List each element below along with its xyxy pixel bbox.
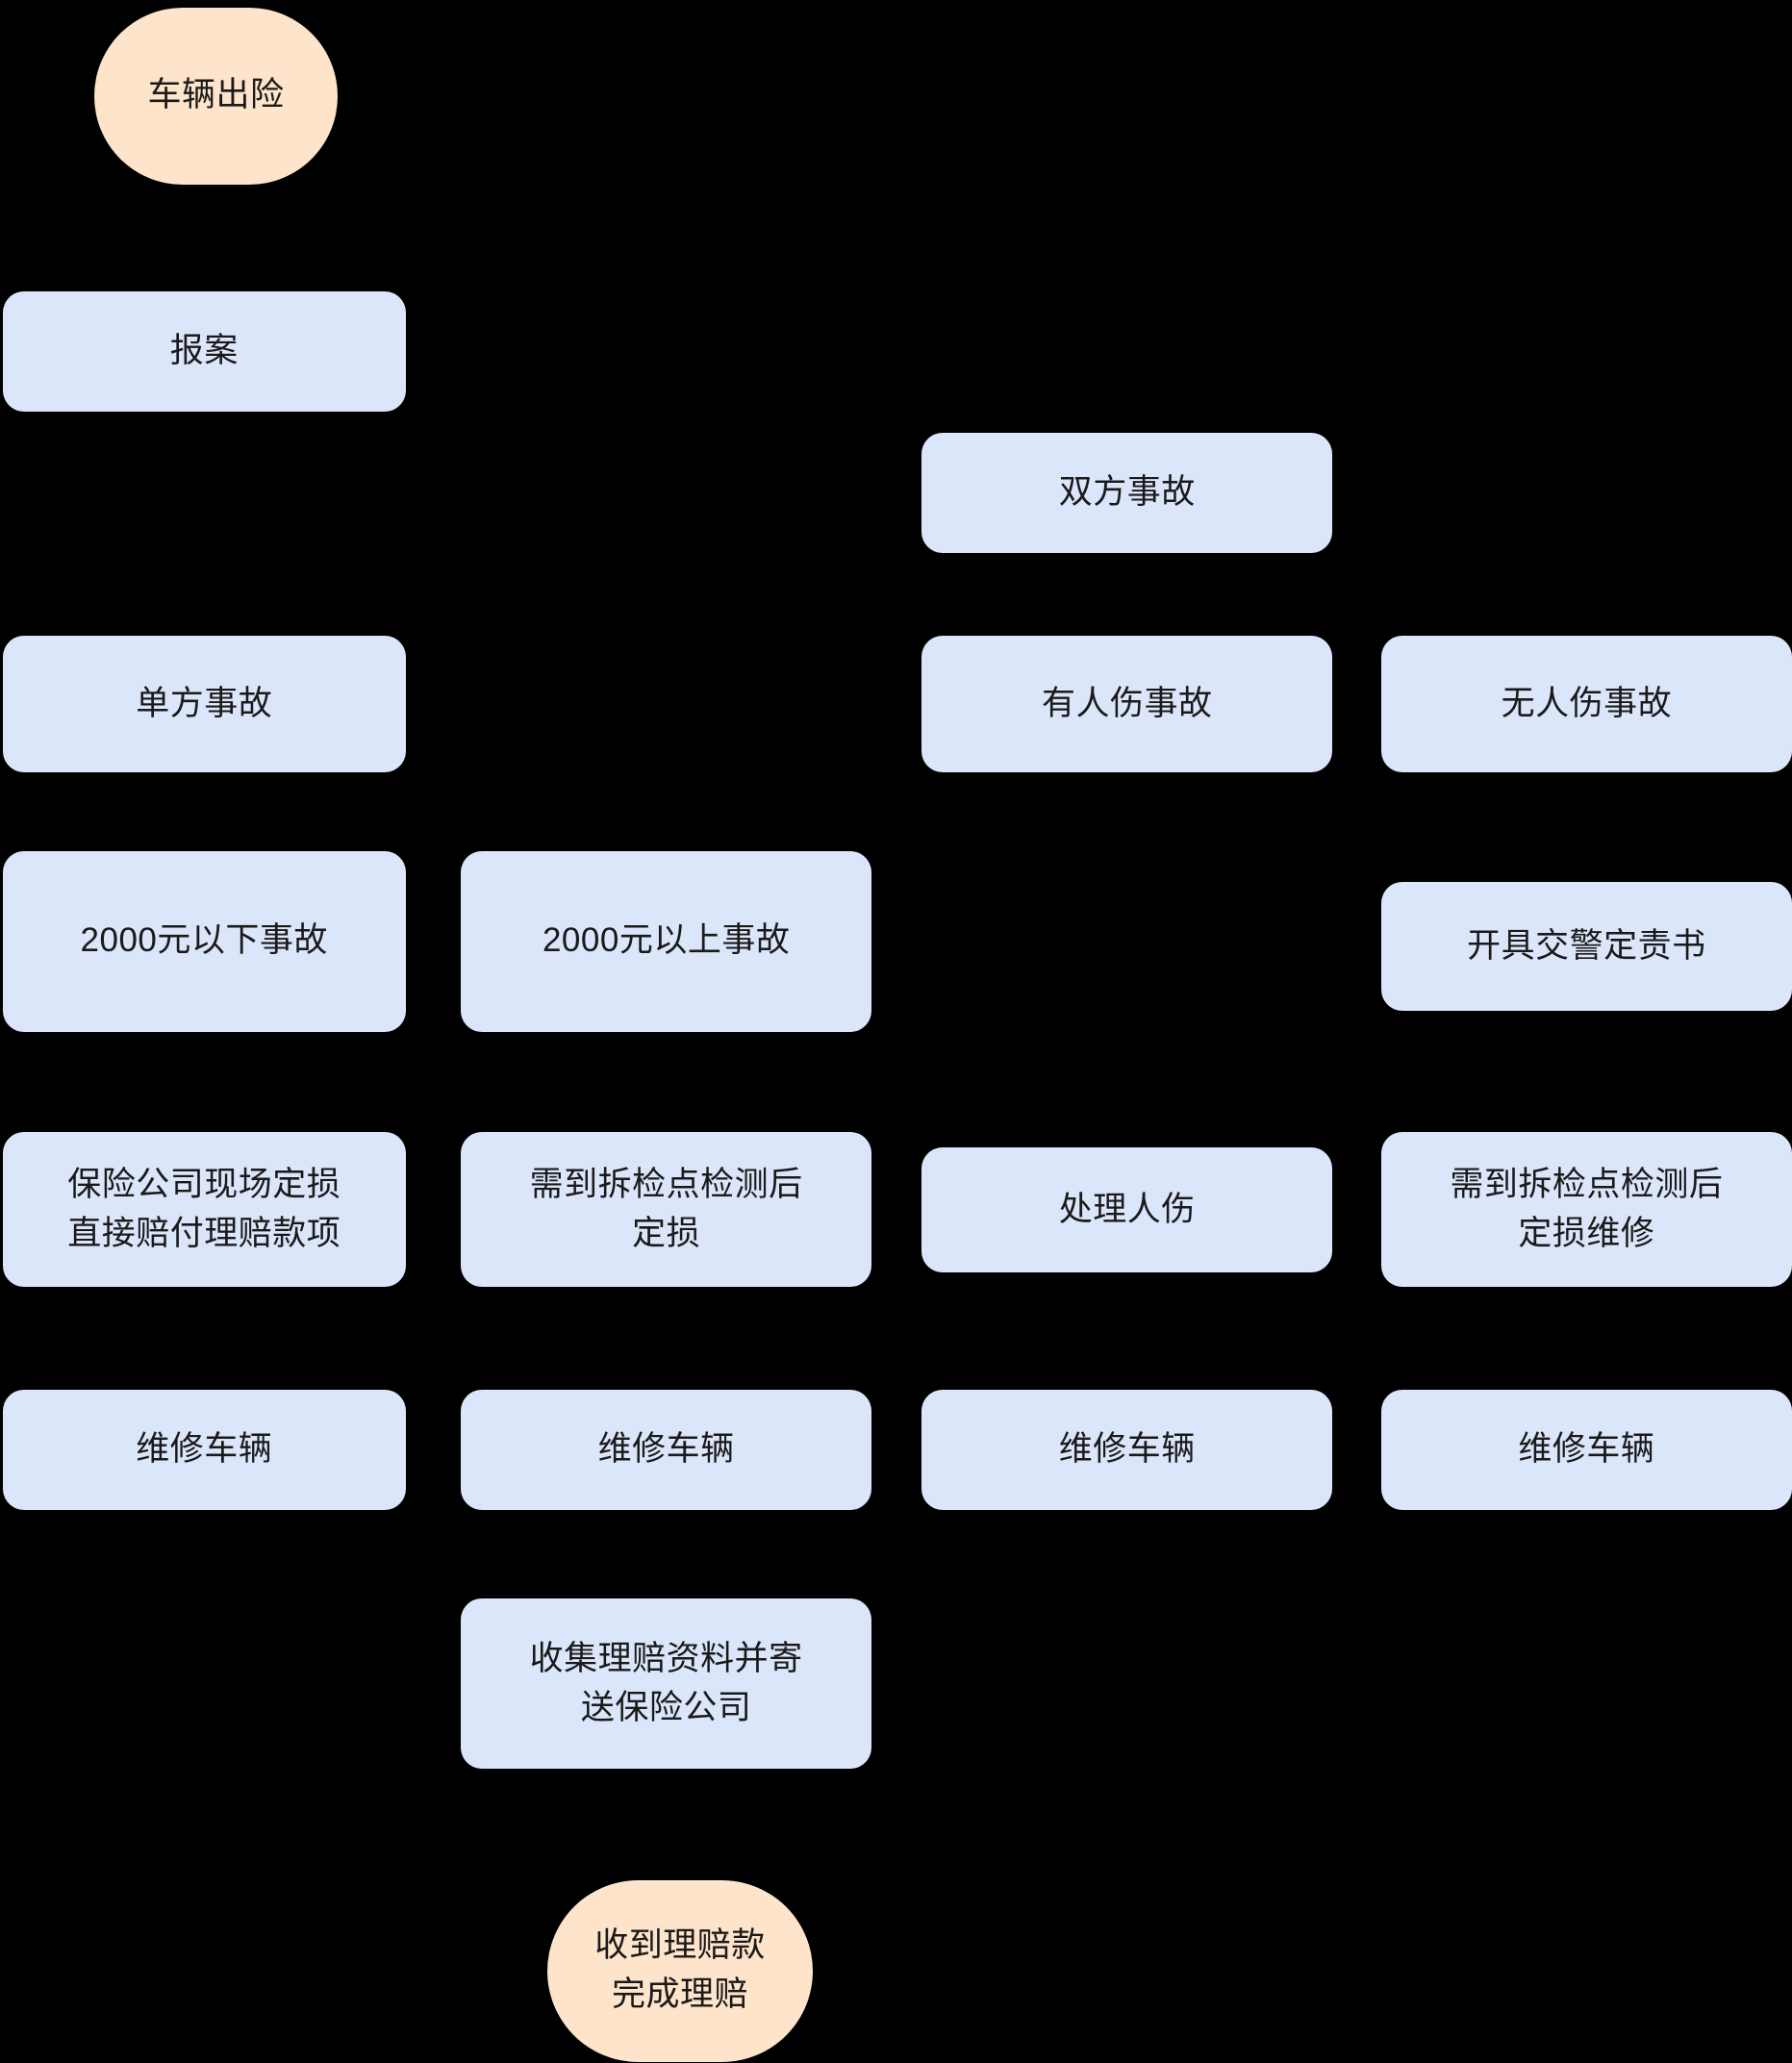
flow-node-handle-injury[interactable]: 处理人伤 <box>921 1147 1333 1273</box>
flow-node-label: 报案 <box>169 331 239 369</box>
flow-node-label: 维修车辆 <box>597 1430 735 1469</box>
flow-node-two-party-accident[interactable]: 双方事故 <box>921 433 1333 554</box>
flow-node-label: 维修车辆 <box>1058 1430 1196 1469</box>
flow-node-under-2000[interactable]: 2000元以下事故 <box>2 850 406 1032</box>
flow-node-repair-vehicle-2[interactable]: 维修车辆 <box>461 1390 872 1510</box>
flow-node-label: 开具交警定责书 <box>1467 926 1706 965</box>
flow-node-repair-vehicle-3[interactable]: 维修车辆 <box>921 1390 1333 1510</box>
flow-node-repair-vehicle-1[interactable]: 维修车辆 <box>2 1390 406 1510</box>
flow-node-report[interactable]: 报案 <box>2 290 406 412</box>
flow-node-end[interactable]: 收到理赔款 完成理赔 <box>547 1879 813 2062</box>
flow-node-label: 双方事故 <box>1058 473 1196 512</box>
flow-node-start[interactable]: 车辆出险 <box>94 8 338 185</box>
flow-node-label: 维修车辆 <box>136 1430 273 1469</box>
flow-node-label: 2000元以上事故 <box>542 921 791 960</box>
flow-node-label: 有人伤事故 <box>1041 684 1213 722</box>
flow-node-no-injury-accident[interactable]: 无人伤事故 <box>1380 635 1792 773</box>
flow-node-traffic-police-report[interactable]: 开具交警定责书 <box>1380 881 1792 1012</box>
flow-node-over-2000[interactable]: 2000元以上事故 <box>461 850 872 1032</box>
flow-node-label: 需到拆检点检测后 定损 <box>529 1165 803 1252</box>
flow-node-label: 收集理赔资料并寄 送保险公司 <box>529 1640 803 1726</box>
flow-node-teardown-assessment-repair[interactable]: 需到拆检点检测后 定损维修 <box>1380 1132 1792 1287</box>
flow-node-label: 维修车辆 <box>1518 1430 1655 1469</box>
flow-node-label: 保险公司现场定损 直接赔付理赔款项 <box>67 1165 341 1252</box>
flow-node-injury-accident[interactable]: 有人伤事故 <box>921 635 1333 773</box>
flow-node-onsite-assessment[interactable]: 保险公司现场定损 直接赔付理赔款项 <box>2 1132 406 1287</box>
flow-node-label: 单方事故 <box>136 684 273 722</box>
flow-node-repair-vehicle-4[interactable]: 维修车辆 <box>1380 1390 1792 1510</box>
flow-node-label: 无人伤事故 <box>1501 684 1673 722</box>
flow-node-single-party-accident[interactable]: 单方事故 <box>2 635 406 773</box>
flow-node-label: 2000元以下事故 <box>80 921 328 960</box>
flow-node-label: 需到拆检点检测后 定损维修 <box>1450 1165 1724 1252</box>
flow-node-label: 车辆出险 <box>147 76 285 114</box>
flow-node-collect-and-send-documents[interactable]: 收集理赔资料并寄 送保险公司 <box>461 1598 872 1770</box>
flow-node-label: 处理人伤 <box>1058 1190 1196 1228</box>
flow-node-teardown-assessment[interactable]: 需到拆检点检测后 定损 <box>461 1132 872 1287</box>
flow-node-label: 收到理赔款 完成理赔 <box>594 1926 766 2014</box>
